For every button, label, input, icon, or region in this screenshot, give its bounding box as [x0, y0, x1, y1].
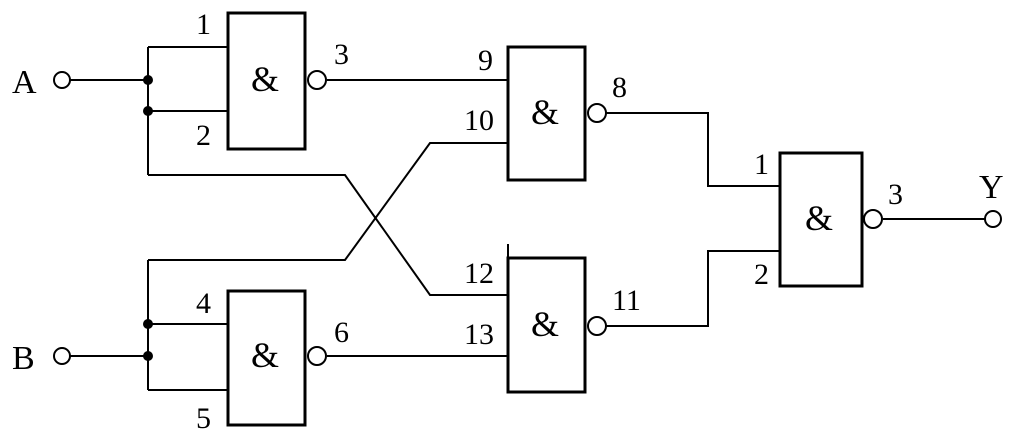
gate-5-pin-out: 3: [888, 178, 903, 211]
nand-gate-1: & 1 2 3: [196, 8, 349, 152]
gate-1-pin-in2: 2: [196, 119, 211, 152]
gate-2-pin-in1: 4: [196, 287, 211, 320]
gate-5-symbol: &: [805, 198, 833, 238]
gate-3-body: [506, 45, 587, 182]
output-y-terminal: [984, 210, 1002, 228]
gate-4-symbol: &: [531, 304, 559, 344]
wire-a-cross-to-g4: [148, 174, 508, 296]
gate-5-pin-in1: 1: [754, 148, 769, 181]
gate-1-symbol: &: [251, 59, 279, 99]
input-b-label: B: [12, 340, 35, 377]
nand-gate-4: & 12 13 11: [464, 256, 641, 394]
wire-b-cross-to-g3: [148, 142, 508, 261]
junction-dot-b2: [143, 351, 153, 361]
input-a-terminal: [53, 71, 71, 89]
output-y-label: Y: [979, 169, 1004, 206]
wire-g4-to-g5: [606, 250, 780, 327]
gate-2-inverter-bubble: [307, 346, 327, 366]
gate-2-symbol: &: [251, 335, 279, 375]
junction-dot-a2: [143, 106, 153, 116]
gate-1-inverter-bubble: [307, 70, 327, 90]
gate-3-inverter-bubble: [587, 103, 607, 123]
wires: [70, 46, 985, 391]
nand-gate-2: & 4 5 6: [196, 287, 349, 435]
gate-3-symbol: &: [531, 92, 559, 132]
gate-3-pin-in2: 10: [464, 104, 494, 137]
gate-2-body: [226, 289, 307, 427]
gate-2-pin-out: 6: [334, 316, 349, 349]
gate-2-pin-in2: 5: [196, 402, 211, 435]
gate-5-inverter-bubble: [863, 209, 883, 229]
gate-4-inverter-bubble: [587, 316, 607, 336]
input-a-label: A: [12, 64, 37, 101]
gate-5-pin-in2: 2: [754, 258, 769, 291]
gate-4-pin-in2: 13: [464, 318, 494, 351]
wire-g3-to-g5: [606, 112, 780, 187]
gate-4-pin-out: 11: [612, 284, 641, 317]
gate-1-body: [226, 11, 307, 151]
nand-gate-3: & 9 10 8: [464, 44, 627, 182]
input-b-terminal: [53, 347, 71, 365]
gate-3-pin-out: 8: [612, 71, 627, 104]
gate-1-pin-out: 3: [334, 38, 349, 71]
junction-dot-b1: [143, 319, 153, 329]
gate-4-body: [506, 256, 587, 394]
gate-3-pin-in1: 9: [478, 44, 493, 77]
nand-gate-5: & 1 2 3: [754, 148, 903, 291]
gate-5-body: [778, 151, 864, 288]
junction-dot-a1: [143, 75, 153, 85]
gate-4-pin-in1: 12: [464, 257, 494, 290]
gate-1-pin-in1: 1: [196, 8, 211, 41]
